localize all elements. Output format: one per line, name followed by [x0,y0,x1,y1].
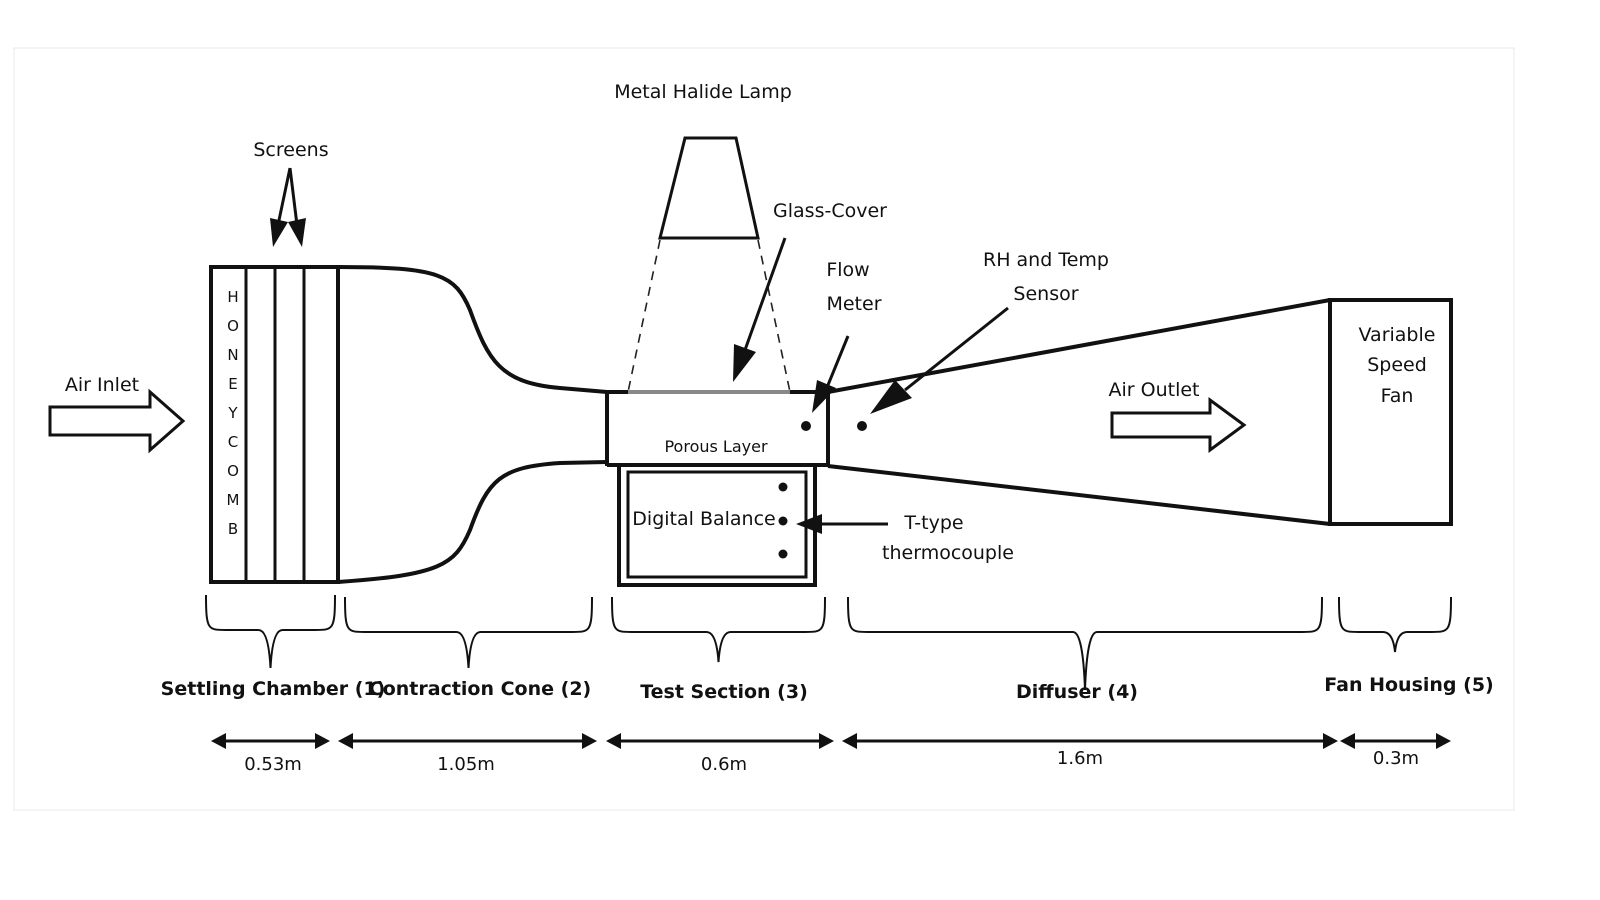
light-cone-right [757,239,791,393]
brace-contraction-cone [344,596,593,669]
flow-meter-arrow [812,335,850,413]
rh-sensor-label-line2: Sensor [1013,283,1078,305]
section-label-test-section: Test Section (3) [640,681,808,703]
thermocouple-point-icon [778,482,788,492]
thermocouple-arrow [796,514,888,534]
flow-meter-label-line1: Flow [826,259,869,281]
thermocouple-label-line1: T-type [903,512,963,534]
air-inlet-arrow-icon [48,388,186,454]
dimension-arrow-settling-chamber [211,733,330,749]
screens-label: Screens [253,139,328,161]
svg-text:C: C [228,433,238,451]
air-outlet-arrow-icon [1110,397,1247,453]
air-inlet-label: Air Inlet [65,374,139,396]
svg-text:N: N [227,346,238,364]
fan-label-line2: Speed [1367,354,1427,376]
svg-text:O: O [227,317,239,335]
dimension-label-fan-housing: 0.3m [1373,748,1419,769]
dimension-label-diffuser: 1.6m [1057,748,1103,769]
rh-sensor-label-line1: RH and Temp [983,249,1109,271]
brace-settling-chamber [205,594,336,669]
air-outlet-label: Air Outlet [1109,379,1200,401]
digital-balance-label: Digital Balance [632,508,775,530]
lamp-label: Metal Halide Lamp [614,81,792,103]
dimension-arrow-diffuser [842,733,1338,749]
lamp-shape [658,136,760,240]
fan-label-line3: Fan [1381,385,1414,407]
dimension-label-test-section: 0.6m [701,754,747,775]
thermocouple-point-icon [778,549,788,559]
glass-cover-label: Glass-Cover [773,200,887,222]
section-label-contraction-cone: Contraction Cone (2) [369,678,591,700]
svg-text:M: M [227,491,240,509]
brace-test-section [611,596,826,663]
contraction-cone [337,265,608,584]
dimension-label-contraction-cone: 1.05m [437,754,495,775]
svg-text:H: H [227,288,238,306]
dimension-arrow-contraction-cone [338,733,597,749]
fan-housing [1328,298,1453,526]
diffuser [827,298,1331,526]
dimension-arrow-fan-housing [1340,733,1451,749]
svg-text:O: O [227,462,239,480]
dimension-arrow-test-section [606,733,834,749]
section-label-fan-housing: Fan Housing (5) [1324,674,1493,696]
flow-meter-point-icon [801,421,811,431]
rh-sensor-point-icon [857,421,867,431]
thermocouple-point-icon [778,516,788,526]
settling-chamber [209,265,340,584]
svg-text:Y: Y [227,404,238,422]
dimension-label-settling-chamber: 0.53m [244,754,302,775]
section-label-diffuser: Diffuser (4) [1016,681,1138,703]
thermocouple-label-line2: thermocouple [882,542,1014,564]
brace-fan-housing [1338,596,1452,653]
section-label-settling-chamber: Settling Chamber (1) [161,678,386,700]
flow-meter-label-line2: Meter [826,293,881,315]
image-frame [13,47,1515,811]
svg-text:B: B [228,520,238,538]
fan-label-line1: Variable [1359,324,1436,346]
light-cone-left [627,239,661,393]
porous-layer-label: Porous Layer [664,437,767,456]
brace-diffuser [847,596,1323,691]
glass-cover-arrow [733,237,787,382]
screens-arrows [270,167,306,247]
svg-text:E: E [228,375,237,393]
honeycomb-label: H O N E Y C O M B [227,288,240,538]
